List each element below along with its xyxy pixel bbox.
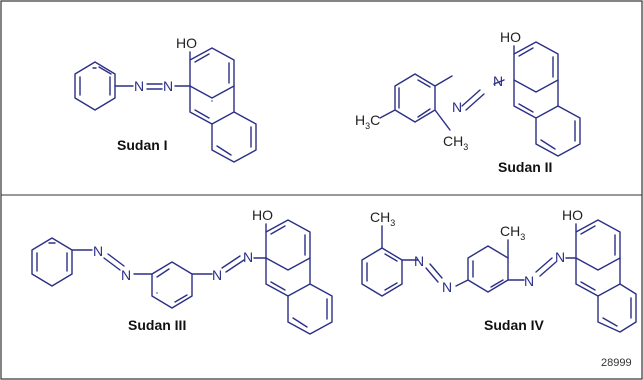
sudan-iii-name: Sudan III <box>128 317 186 333</box>
sudan-iii-n1-label: N <box>93 243 103 259</box>
sudan-iv-n2-label: N <box>442 279 452 295</box>
sudan-i-n2-label: N <box>163 78 173 94</box>
sudan-ii-h3c-label: H3C <box>355 112 380 131</box>
sudan-ii-oh-label: HO <box>500 29 521 45</box>
figure-code: 28999 <box>601 357 632 369</box>
sudan-iii-n3-label: N <box>212 267 222 283</box>
sudan-ii-ch3-label: CH3 <box>443 133 468 152</box>
sudan-i-n1-label: N <box>134 78 144 94</box>
sudan-i-oh-label: HO <box>176 35 197 51</box>
sudan-iii-n4-label: N <box>243 249 253 265</box>
sudan-iii-n2-label: N <box>121 267 131 283</box>
sudan-ii-name: Sudan II <box>498 159 552 175</box>
sudan-iii-oh-label: HO <box>252 207 273 223</box>
sudan-i-name: Sudan I <box>117 137 168 153</box>
sudan-ii-structure <box>379 41 581 157</box>
sudan-iv-structure <box>361 219 637 333</box>
sudan-ii-n2-label: N <box>493 73 503 89</box>
sudan-iii-structure <box>31 219 333 335</box>
sudan-iv-n1-label: N <box>414 253 424 269</box>
sudan-iv-oh-label: HO <box>562 207 583 223</box>
sudan-iv-n4-label: N <box>555 249 565 265</box>
sudan-iv-ch3-mid-label: CH3 <box>500 223 525 242</box>
sudan-i-structure <box>74 47 257 163</box>
sudan-iv-name: Sudan IV <box>484 317 545 333</box>
sudan-ii-n1-label: N <box>452 99 462 115</box>
sudan-iv-n3-label: N <box>524 273 534 289</box>
sudan-iv-ch3-top-label: CH3 <box>370 209 395 228</box>
